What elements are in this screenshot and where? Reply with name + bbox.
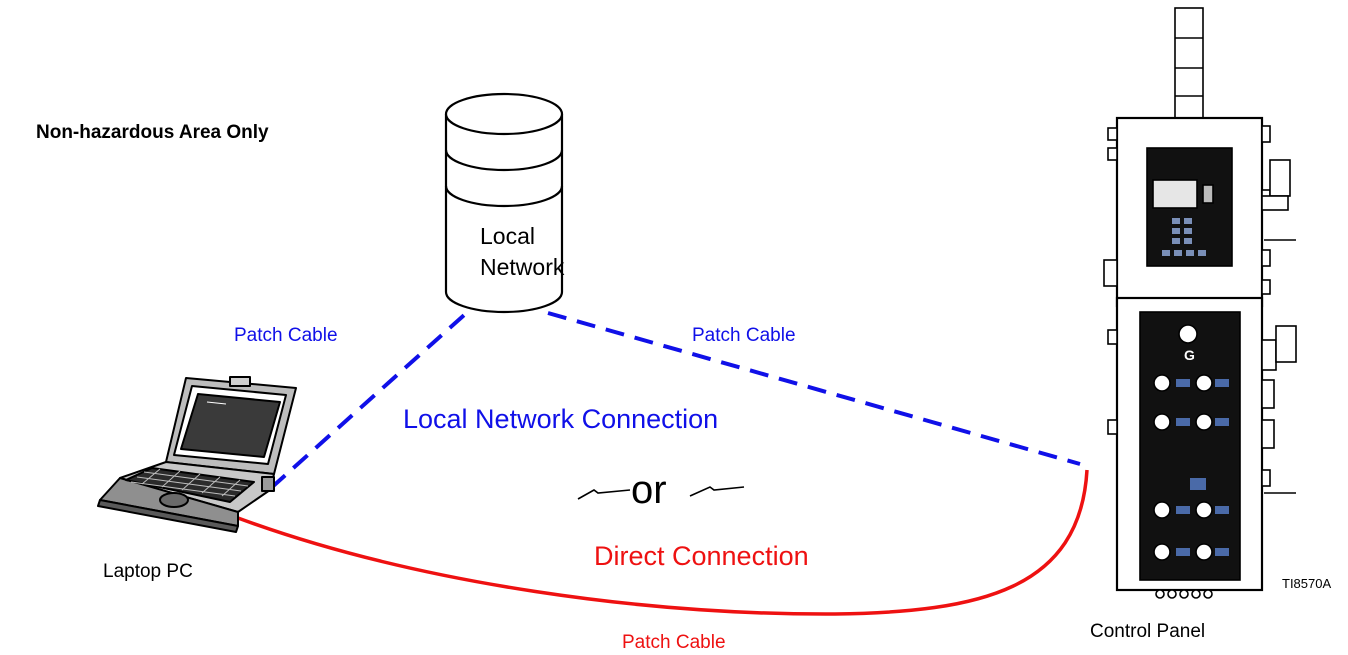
network-label-line1: Local: [480, 223, 535, 249]
area-note: Non-hazardous Area Only: [36, 122, 269, 143]
network-connection-label: Local Network Connection: [403, 404, 718, 434]
lightning-squiggle-icon: [577, 486, 745, 500]
svg-text:G: G: [1184, 347, 1195, 363]
control-panel-label: Control Panel: [1090, 621, 1205, 642]
control-panel-icon: G: [1103, 7, 1297, 599]
cable-direct: [237, 469, 1089, 616]
or-label: or: [631, 468, 667, 512]
patch-cable-label-bottom: Patch Cable: [622, 632, 726, 653]
network-label-line2: Network: [480, 254, 565, 280]
drawing-id: TI8570A: [1282, 576, 1331, 591]
laptop-label: Laptop PC: [103, 561, 193, 582]
database-cylinder-icon: [444, 92, 564, 314]
network-cables: [269, 306, 1081, 490]
cable-network-to-panel: [547, 311, 1081, 466]
laptop-icon: [97, 376, 297, 533]
patch-cable-label-right: Patch Cable: [692, 325, 796, 346]
direct-connection-label: Direct Connection: [594, 541, 809, 571]
cable-laptop-to-network: [269, 306, 474, 490]
patch-cable-label-left: Patch Cable: [234, 325, 338, 346]
